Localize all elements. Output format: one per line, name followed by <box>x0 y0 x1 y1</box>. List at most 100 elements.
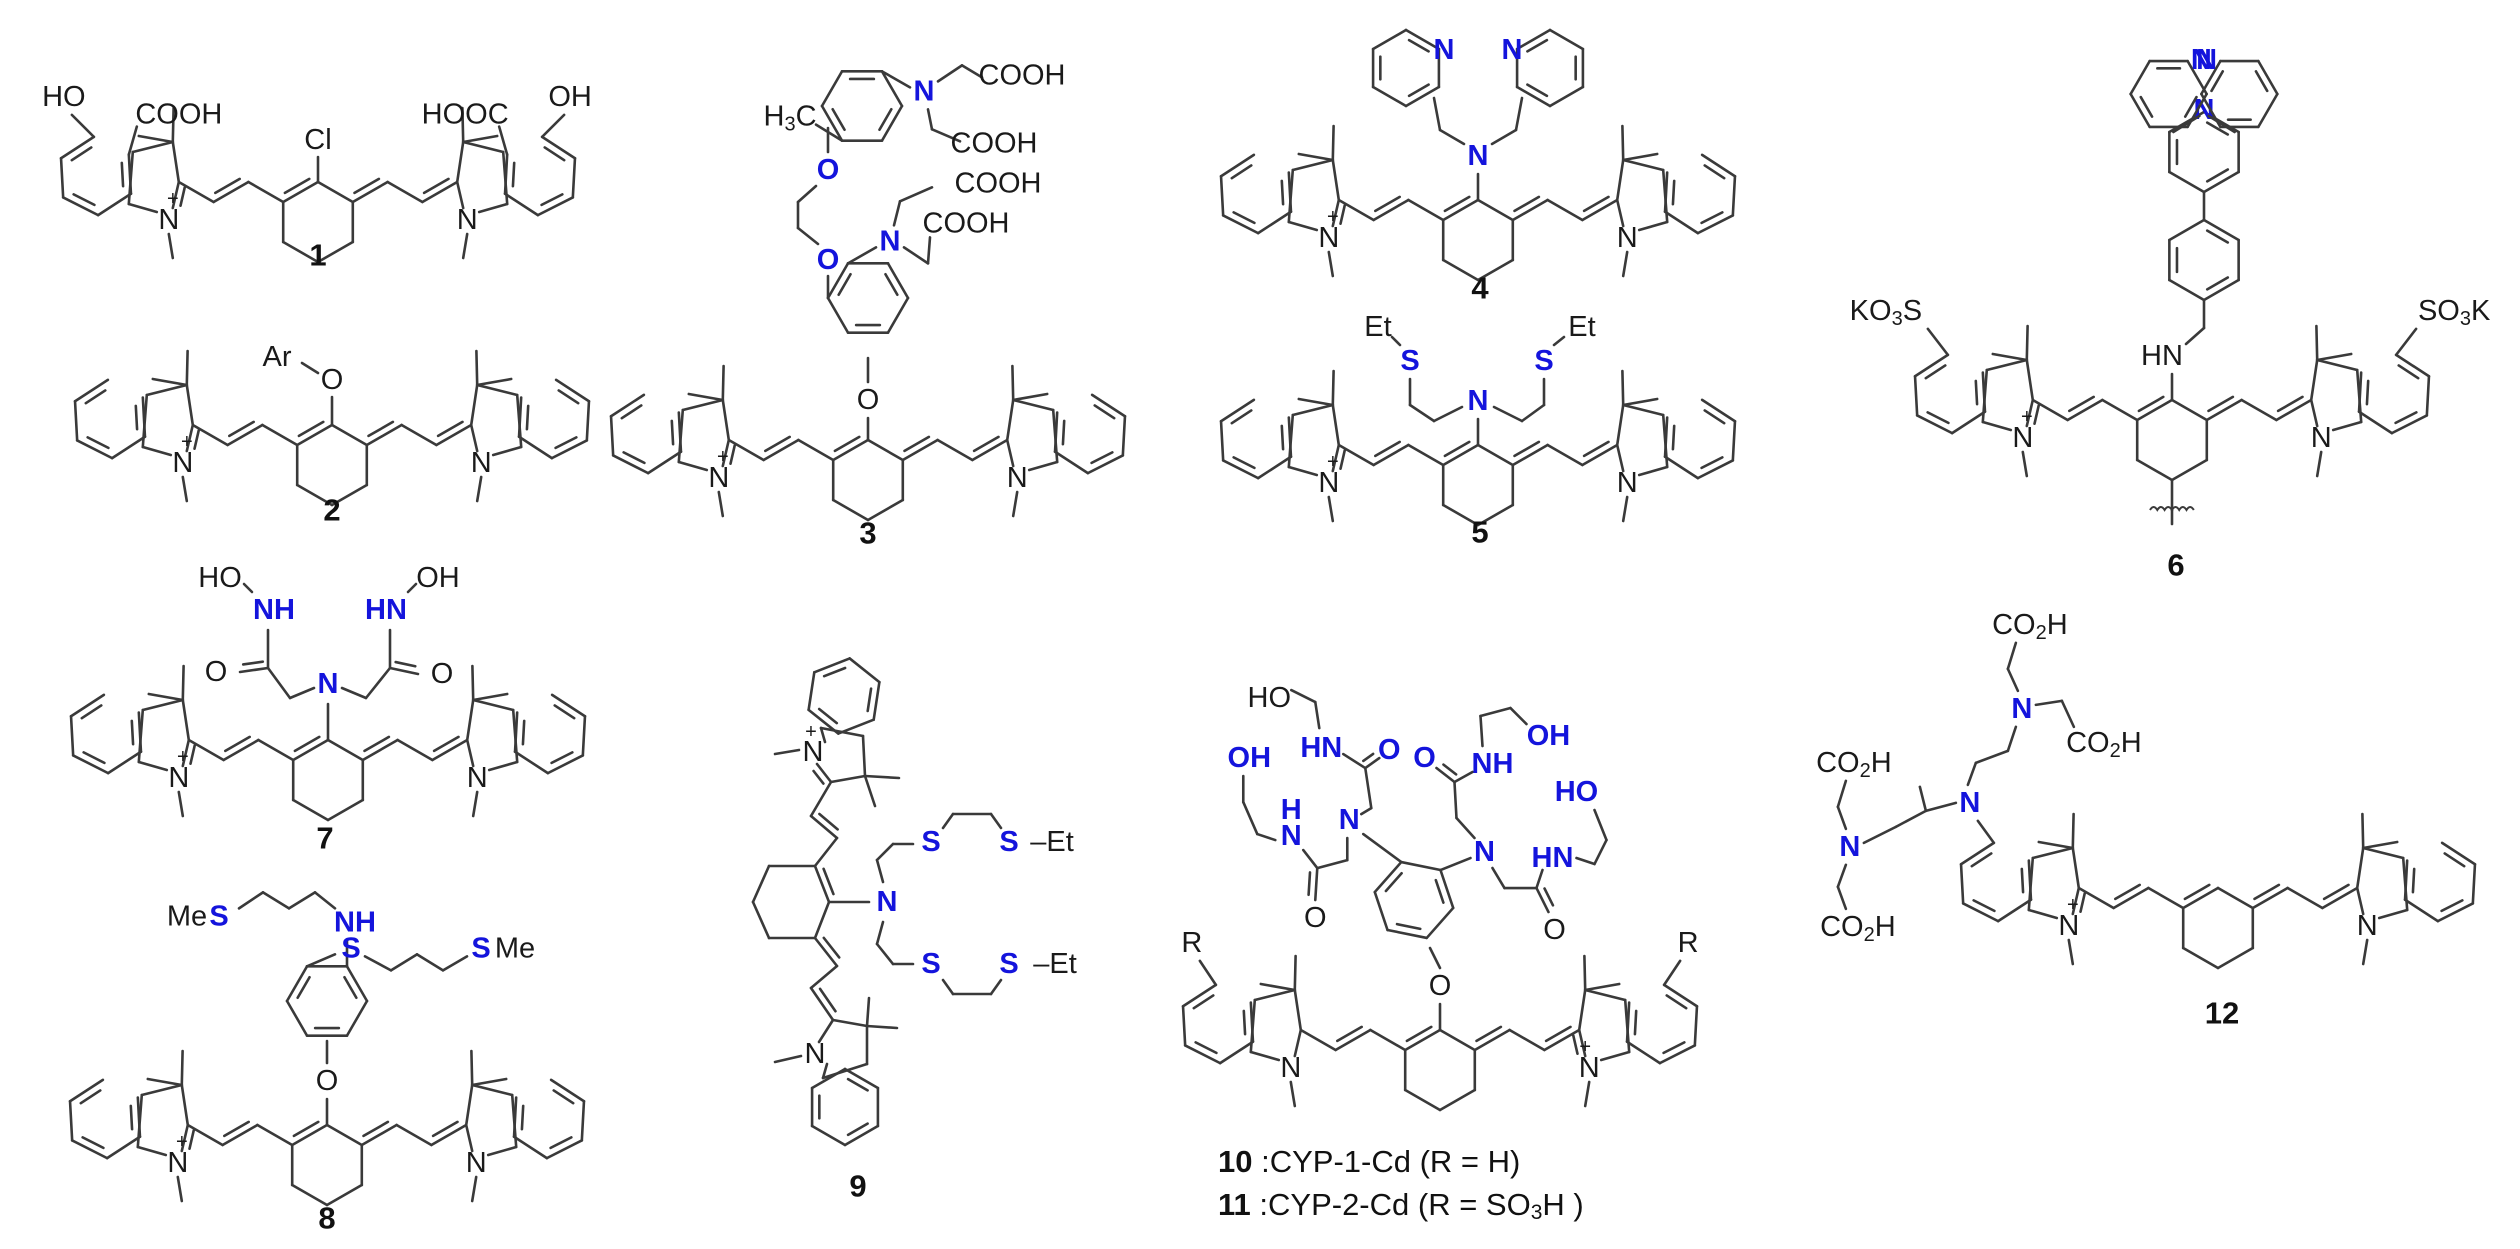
ring-bond <box>1373 860 1403 894</box>
double-bond <box>1372 443 1410 467</box>
double-bond-inner <box>2137 395 2165 413</box>
positive-charge: + <box>177 746 189 768</box>
amine-nitrogen: N <box>877 886 898 918</box>
double-bond-inner <box>2033 404 2041 425</box>
bond <box>2006 641 2018 671</box>
carboxylic-acid: CO2H <box>2066 727 2142 762</box>
benzo-bond <box>136 1096 142 1139</box>
secondary-amine: HN <box>2141 340 2183 372</box>
benzo-double-inner <box>2365 379 2370 406</box>
ring-bond <box>2202 170 2240 194</box>
n-methyl-bond <box>1583 1080 1591 1108</box>
bond <box>455 180 465 210</box>
double-bond <box>1363 756 1381 770</box>
indoline-nitrogen: N <box>1280 1052 1301 1084</box>
bond <box>415 953 445 972</box>
double-bond-inner <box>2183 883 2211 901</box>
cooh-group: COOH <box>923 207 1010 239</box>
bond <box>487 760 519 772</box>
positive-charge: + <box>2021 406 2033 428</box>
bond <box>751 900 771 940</box>
bond <box>681 398 725 412</box>
bond <box>846 246 878 265</box>
benzo-bond <box>1221 459 1260 480</box>
bond <box>2355 846 2365 890</box>
methyl-group: Me <box>167 900 207 932</box>
double-bond-inner <box>293 735 321 753</box>
indoline-nitrogen: N <box>2311 422 2332 454</box>
carbonyl-oxygen: O <box>431 658 454 690</box>
benzo-double-inner <box>2443 852 2466 868</box>
bond <box>1981 420 2013 432</box>
pyridine-nitrogen: N <box>1434 34 1455 66</box>
bond <box>145 383 189 397</box>
ring-bond <box>1371 85 1408 108</box>
benzo-bond <box>1219 153 1256 178</box>
benzo-bond <box>1959 862 1965 905</box>
ring-double-inner <box>866 687 873 713</box>
double-bond-inner <box>422 177 450 195</box>
bond <box>1291 403 1335 417</box>
benzo-bond <box>105 1135 142 1160</box>
benzo-bond <box>2403 859 2409 902</box>
double-bond-inner <box>363 735 391 753</box>
bond <box>1331 403 1341 447</box>
terpyridine-nitrogen: N <box>2191 44 2212 76</box>
ring-bond <box>285 999 309 1037</box>
hydroxyl-group: OH <box>1228 742 1272 774</box>
benzo-bond <box>503 153 509 196</box>
bond <box>471 698 515 712</box>
amide-nh: HN <box>1300 732 1342 764</box>
bond <box>960 64 984 79</box>
ring-bond <box>812 657 851 674</box>
ring-double-inner <box>1407 38 1430 53</box>
indoline-nitrogen: N <box>1007 462 1028 494</box>
bond <box>2031 398 2069 422</box>
bond <box>1291 158 1335 172</box>
ring-double-inner <box>817 707 839 725</box>
benzo-bond <box>1658 1044 1697 1065</box>
bond <box>1293 988 1303 1032</box>
bond <box>1363 766 1373 810</box>
double-bond-inner <box>1442 763 1458 776</box>
bond <box>727 438 765 462</box>
double-bond <box>809 986 835 1022</box>
bond <box>127 202 159 214</box>
ring-bond <box>2202 278 2240 302</box>
methyl-bond <box>151 377 189 387</box>
benzo-bond <box>1693 1004 1699 1047</box>
bond <box>1615 403 1625 447</box>
benzo-bond <box>69 714 75 757</box>
benzo-bond <box>1218 1040 1255 1065</box>
bond <box>185 383 195 427</box>
bond <box>540 113 566 139</box>
double-bond-inner <box>822 936 841 959</box>
benzo-double-inner <box>1974 379 1979 406</box>
benzo-bond <box>59 135 96 160</box>
carboxylic-acid: CO2H <box>1820 911 1896 946</box>
methyl-bond <box>475 349 479 387</box>
ring-double-inner <box>2210 70 2225 93</box>
bond <box>930 128 962 143</box>
methyl-bond <box>863 774 901 780</box>
methyl-bond <box>2025 324 2029 362</box>
ring-bond <box>1515 85 1552 108</box>
positive-charge: + <box>181 431 193 453</box>
methyl-bond <box>863 774 877 808</box>
benzo-bond <box>1256 210 1293 235</box>
ring-double-inner <box>2139 95 2154 118</box>
bond <box>491 445 523 457</box>
ring-bond <box>1386 928 1429 940</box>
double-bond <box>2181 886 2220 910</box>
bond <box>1491 866 1506 890</box>
double-bond <box>1372 198 1410 222</box>
ring-bond <box>1548 85 1585 108</box>
carbonyl-oxygen: O <box>1378 734 1401 766</box>
indoline-nitrogen: N <box>457 204 478 236</box>
benzo-double-inner <box>2394 411 2418 425</box>
benzo-double-inner <box>620 404 643 420</box>
ring-double-inner <box>878 107 893 132</box>
indolium-nitrogen: N <box>172 447 193 479</box>
